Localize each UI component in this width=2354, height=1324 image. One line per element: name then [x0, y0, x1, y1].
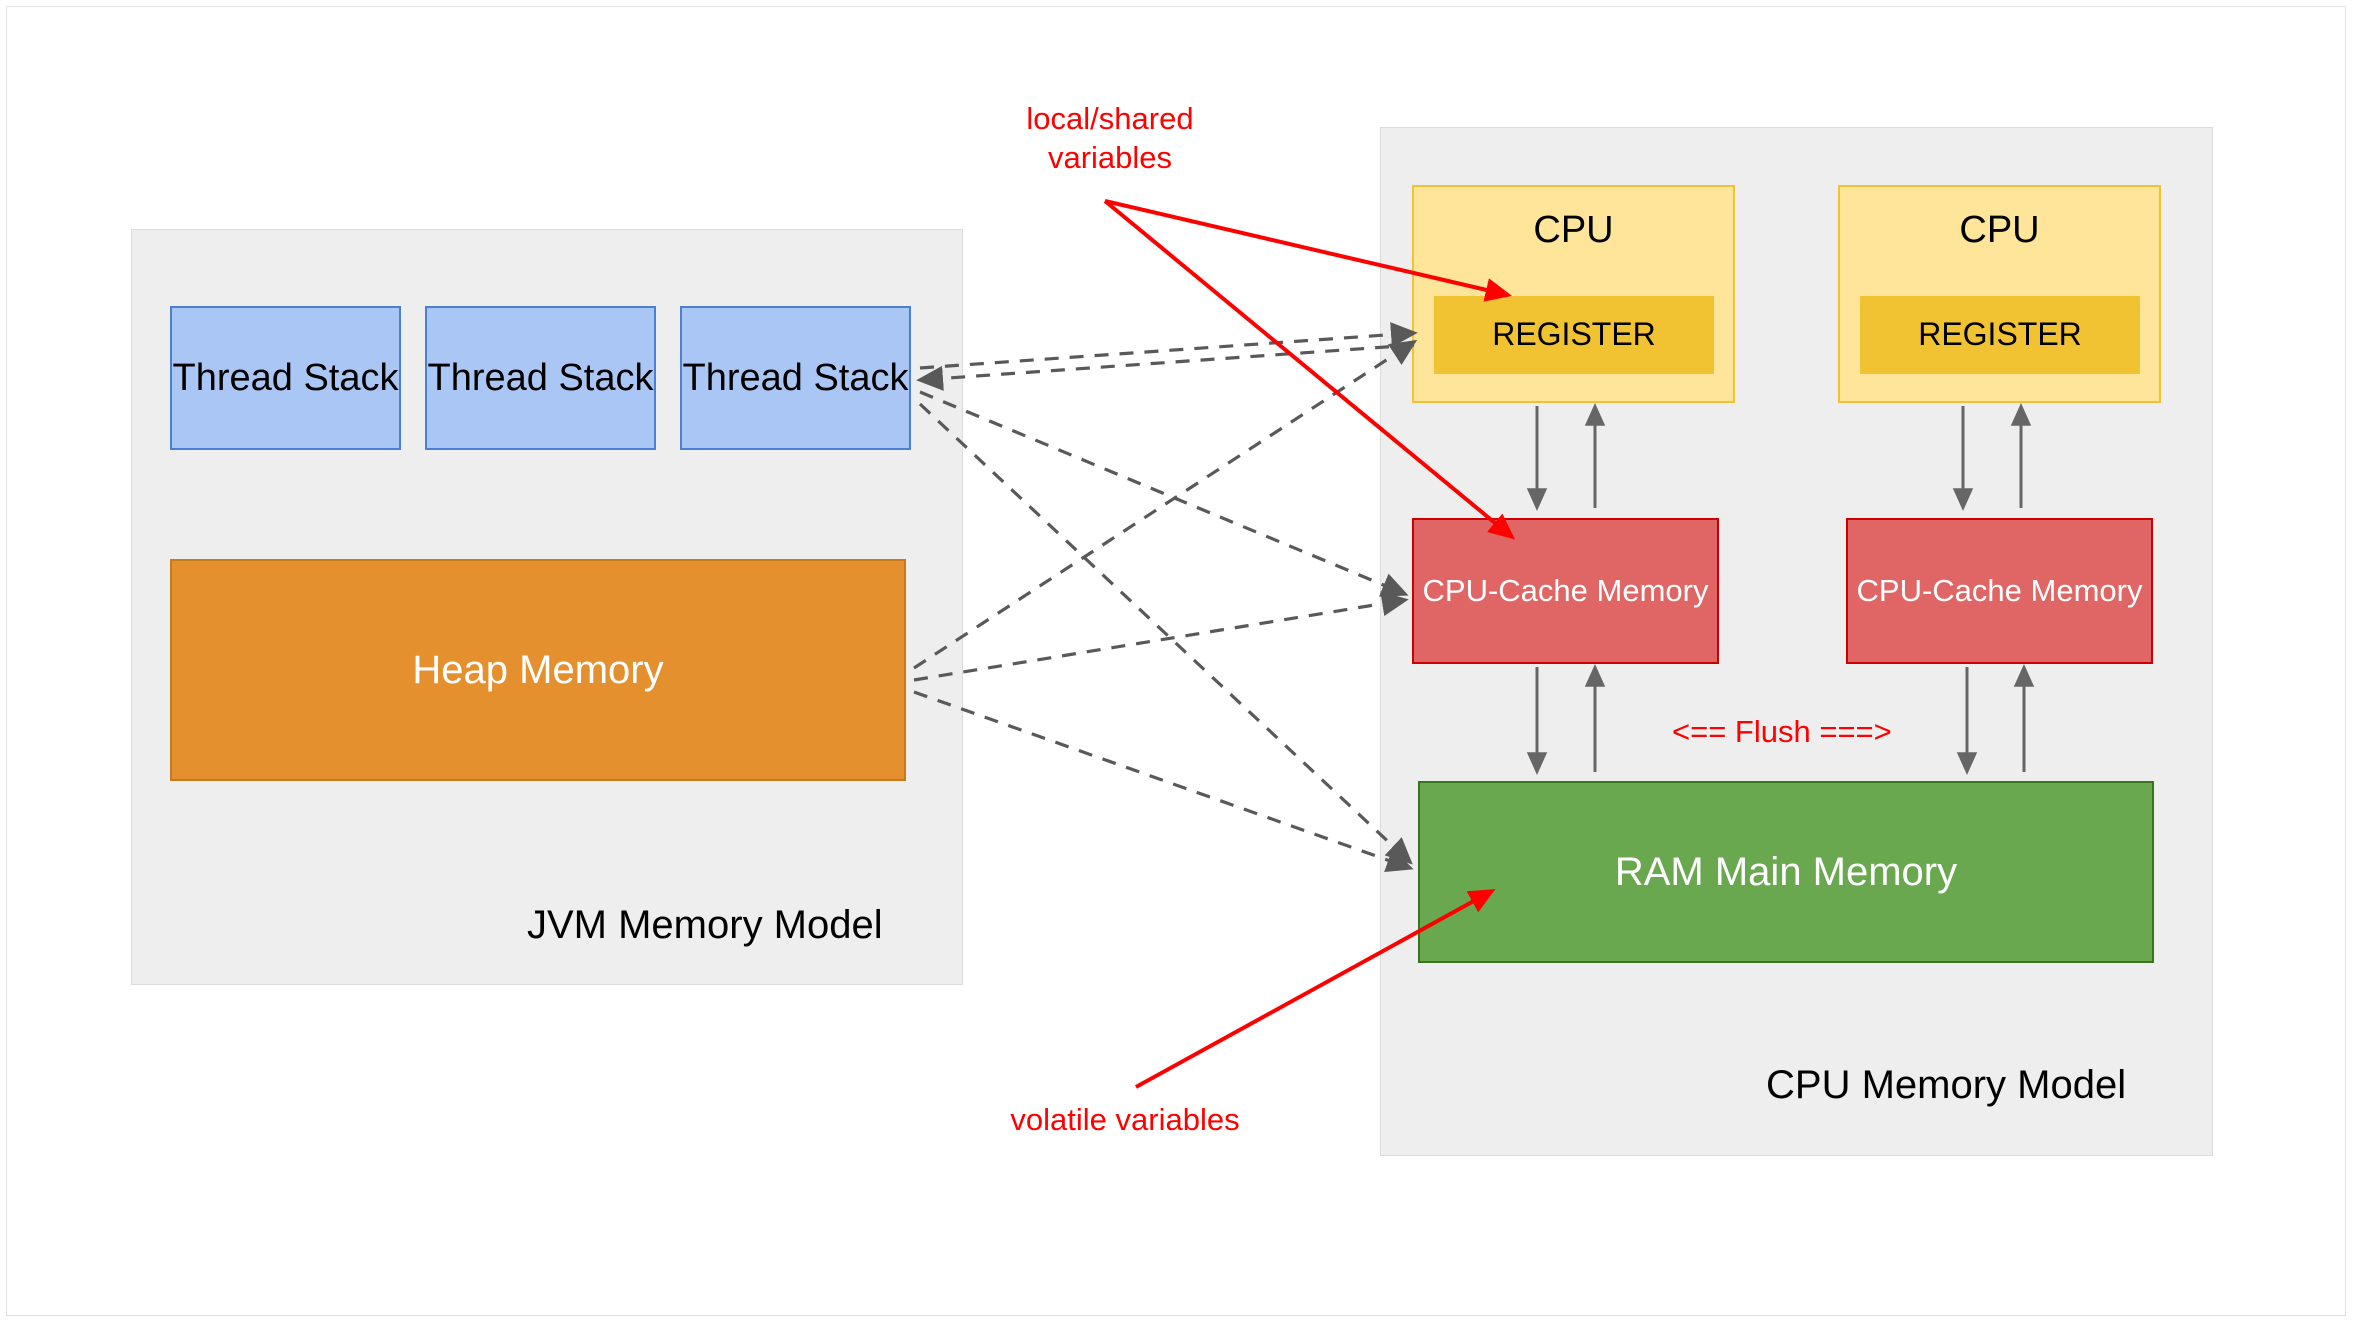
cpu-cache-memory-box-2: CPU-Cache Memory [1846, 518, 2153, 664]
thread-stack-box-1: Thread Stack [170, 306, 401, 450]
flush-label: <== Flush ===> [1672, 714, 1892, 749]
cpu-cache-memory-box-1: CPU-Cache Memory [1412, 518, 1719, 664]
jvm-memory-model-title: JVM Memory Model [527, 903, 883, 947]
local-shared-variables-label: local/shared variables [1026, 101, 1194, 175]
ram-main-memory-box: RAM Main Memory [1418, 781, 2154, 963]
register-box-1: REGISTER [1434, 296, 1714, 374]
heap-memory-box: Heap Memory [170, 559, 906, 781]
dashed-arrow-group [913, 322, 1418, 873]
cpu-memory-model-title: CPU Memory Model [1766, 1063, 2127, 1107]
volatile-variables-label: volatile variables [1010, 1102, 1240, 1137]
thread-stack-box-3: Thread Stack [680, 306, 911, 450]
thread-stack-box-2: Thread Stack [425, 306, 656, 450]
register-box-2: REGISTER [1860, 296, 2140, 374]
